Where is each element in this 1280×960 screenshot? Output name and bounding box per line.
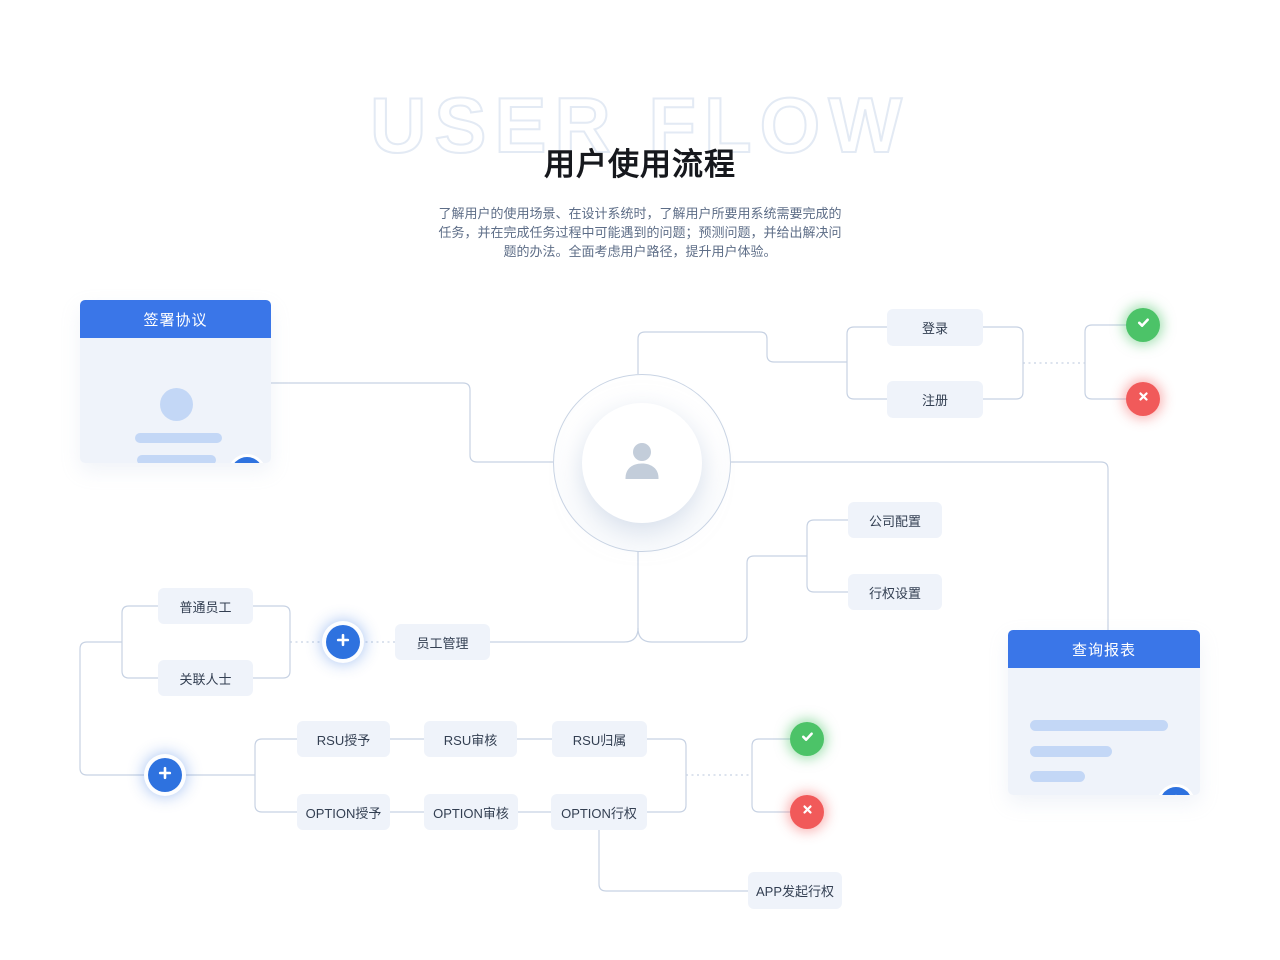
description-line: 任务，并在完成任务过程中可能遇到的问题；预测问题，并给出解决问 (438, 225, 842, 240)
text-placeholder (135, 433, 222, 443)
central-user-inner (582, 403, 702, 523)
connector-auth-right-bracket (983, 326, 1024, 400)
node-app-exercise: APP发起行权 (748, 872, 842, 909)
check-icon (799, 728, 816, 750)
connector-grant-bracket (254, 738, 297, 813)
node-rsu-review: RSU审核 (424, 721, 517, 757)
connector-employee-type-left-bracket (121, 605, 158, 679)
text-placeholder (137, 455, 216, 463)
node-option-grant: OPTION授予 (297, 794, 390, 830)
add-grant-button[interactable] (148, 758, 182, 792)
close-icon (1136, 389, 1151, 409)
connector-user-to-auth (637, 331, 847, 374)
node-exercise-settings: 行权设置 (848, 574, 942, 610)
connector-left-down-to-plus (79, 641, 148, 776)
avatar-placeholder (160, 388, 193, 421)
user-icon (620, 438, 664, 489)
auth-fail-badge (1126, 382, 1160, 416)
connector-employee-type-right-bracket (253, 605, 291, 679)
sign-agreement-card-body (80, 338, 271, 463)
connector-auth-status-bracket (1084, 324, 1126, 400)
connector-auth-left-bracket (846, 326, 887, 400)
node-option-exercise: OPTION行权 (551, 794, 647, 830)
page-description: 了解用户的使用场景、在设计系统时，了解用户所要用系统需要完成的 任务，并在完成任… (0, 204, 1280, 261)
connector-user-to-report (729, 461, 1109, 630)
close-icon (800, 802, 815, 822)
plus-icon (157, 765, 173, 786)
node-login: 登录 (887, 309, 983, 346)
node-related-person: 关联人士 (158, 660, 253, 696)
download-icon (1168, 793, 1184, 795)
connector-user-to-employee-mgmt (490, 550, 639, 643)
sign-button[interactable] (231, 457, 263, 463)
text-placeholder (1030, 746, 1112, 757)
connector-exercise-status-bracket (751, 738, 790, 813)
query-report-card: 查询报表 (1008, 630, 1200, 795)
sign-agreement-card: 签署协议 (80, 300, 271, 463)
query-report-card-body (1008, 668, 1200, 795)
watermark-title: USER FLOW (369, 81, 910, 169)
text-placeholder (1030, 771, 1085, 782)
connector-user-to-config (637, 555, 807, 643)
check-icon (1135, 314, 1152, 336)
connector-vesting-bracket (647, 738, 687, 813)
page-title: 用户使用流程 (544, 147, 736, 182)
node-regular-employee: 普通员工 (158, 588, 253, 624)
connector-config-bracket (806, 519, 848, 593)
download-button[interactable] (1160, 787, 1192, 795)
node-company-config: 公司配置 (848, 502, 942, 538)
description-line: 题的办法。全面考虑用户路径，提升用户体验。 (503, 244, 777, 259)
plus-icon (335, 632, 351, 653)
text-placeholder (1030, 720, 1168, 731)
node-employee-mgmt: 员工管理 (395, 624, 490, 660)
query-report-card-title: 查询报表 (1008, 630, 1200, 668)
auth-success-badge (1126, 308, 1160, 342)
add-employee-button[interactable] (326, 625, 360, 659)
edit-icon (239, 463, 255, 464)
central-user-circle (553, 374, 731, 552)
node-option-review: OPTION审核 (424, 794, 518, 830)
node-rsu-grant: RSU授予 (297, 721, 390, 757)
exercise-fail-badge (790, 795, 824, 829)
sign-agreement-card-title: 签署协议 (80, 300, 271, 338)
node-register: 注册 (887, 381, 983, 418)
exercise-success-badge (790, 722, 824, 756)
connector-lines-solid (79, 324, 1126, 892)
node-rsu-vesting: RSU归属 (552, 721, 647, 757)
connector-option-to-app (598, 830, 748, 892)
connector-sign-to-user (271, 382, 553, 463)
description-line: 了解用户的使用场景、在设计系统时，了解用户所要用系统需要完成的 (438, 206, 842, 221)
connector-lines-dotted (290, 362, 1085, 776)
